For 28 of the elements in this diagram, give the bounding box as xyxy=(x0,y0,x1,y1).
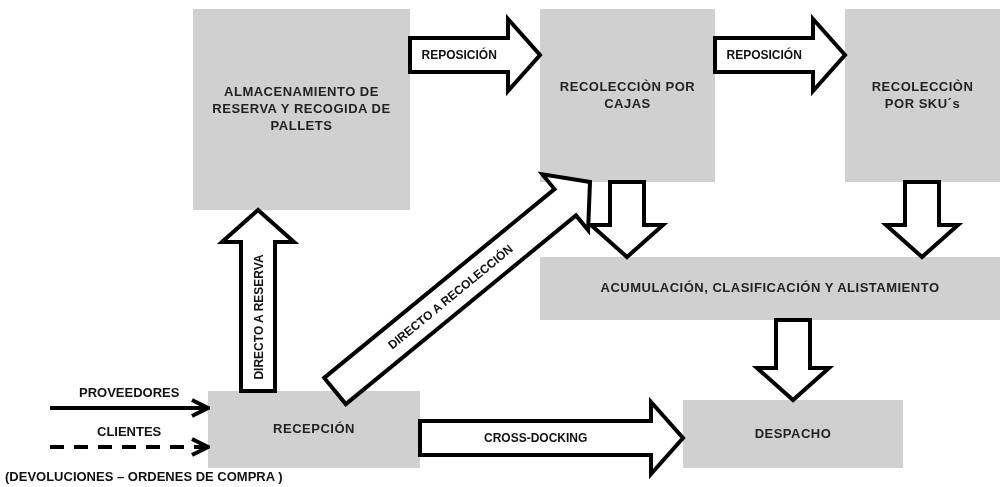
block-arrow xyxy=(321,171,593,407)
dashed-arrow xyxy=(50,437,210,457)
box-label: RECOLECCIÒN POR CAJAS xyxy=(558,78,697,113)
storage-box xyxy=(193,9,410,210)
edge-label: PROVEEDORES xyxy=(79,384,180,400)
box-label: RECEPCIÓN xyxy=(273,421,355,438)
block-arrow xyxy=(418,396,686,480)
picking-box xyxy=(845,9,1000,182)
edge-label: CLIENTES xyxy=(97,423,162,439)
block-arrow xyxy=(751,318,835,403)
picking-box xyxy=(540,9,715,182)
note-text: (DEVOLUCIONES – ORDENES DE COMPRA ) xyxy=(5,469,283,484)
arrow xyxy=(50,398,210,418)
box-label: DESPACHO xyxy=(754,425,832,443)
edge-label: REPOSICIÓN xyxy=(421,48,497,62)
block-arrow xyxy=(880,180,964,260)
edge-label: REPOSICIÓN xyxy=(726,48,802,62)
box-label: RECOLECCIÒN POR SKU´s xyxy=(870,78,975,113)
process-box xyxy=(683,400,903,468)
block-arrow xyxy=(713,13,848,97)
process-box xyxy=(540,257,1000,320)
process-box xyxy=(208,391,420,468)
edge-label: CROSS-DOCKING xyxy=(484,431,588,445)
block-arrow xyxy=(216,207,300,393)
block-arrow xyxy=(408,13,543,97)
box-label: ALMACENAMIENTO DE RESERVA Y RECOGIDA DE PALLETS xyxy=(211,84,392,135)
box-label: ACUMULACIÓN, CLASIFICACIÓN Y ALISTAMIENTO xyxy=(600,280,940,297)
edge-label: DIRECTO A RESERVA xyxy=(251,253,266,380)
